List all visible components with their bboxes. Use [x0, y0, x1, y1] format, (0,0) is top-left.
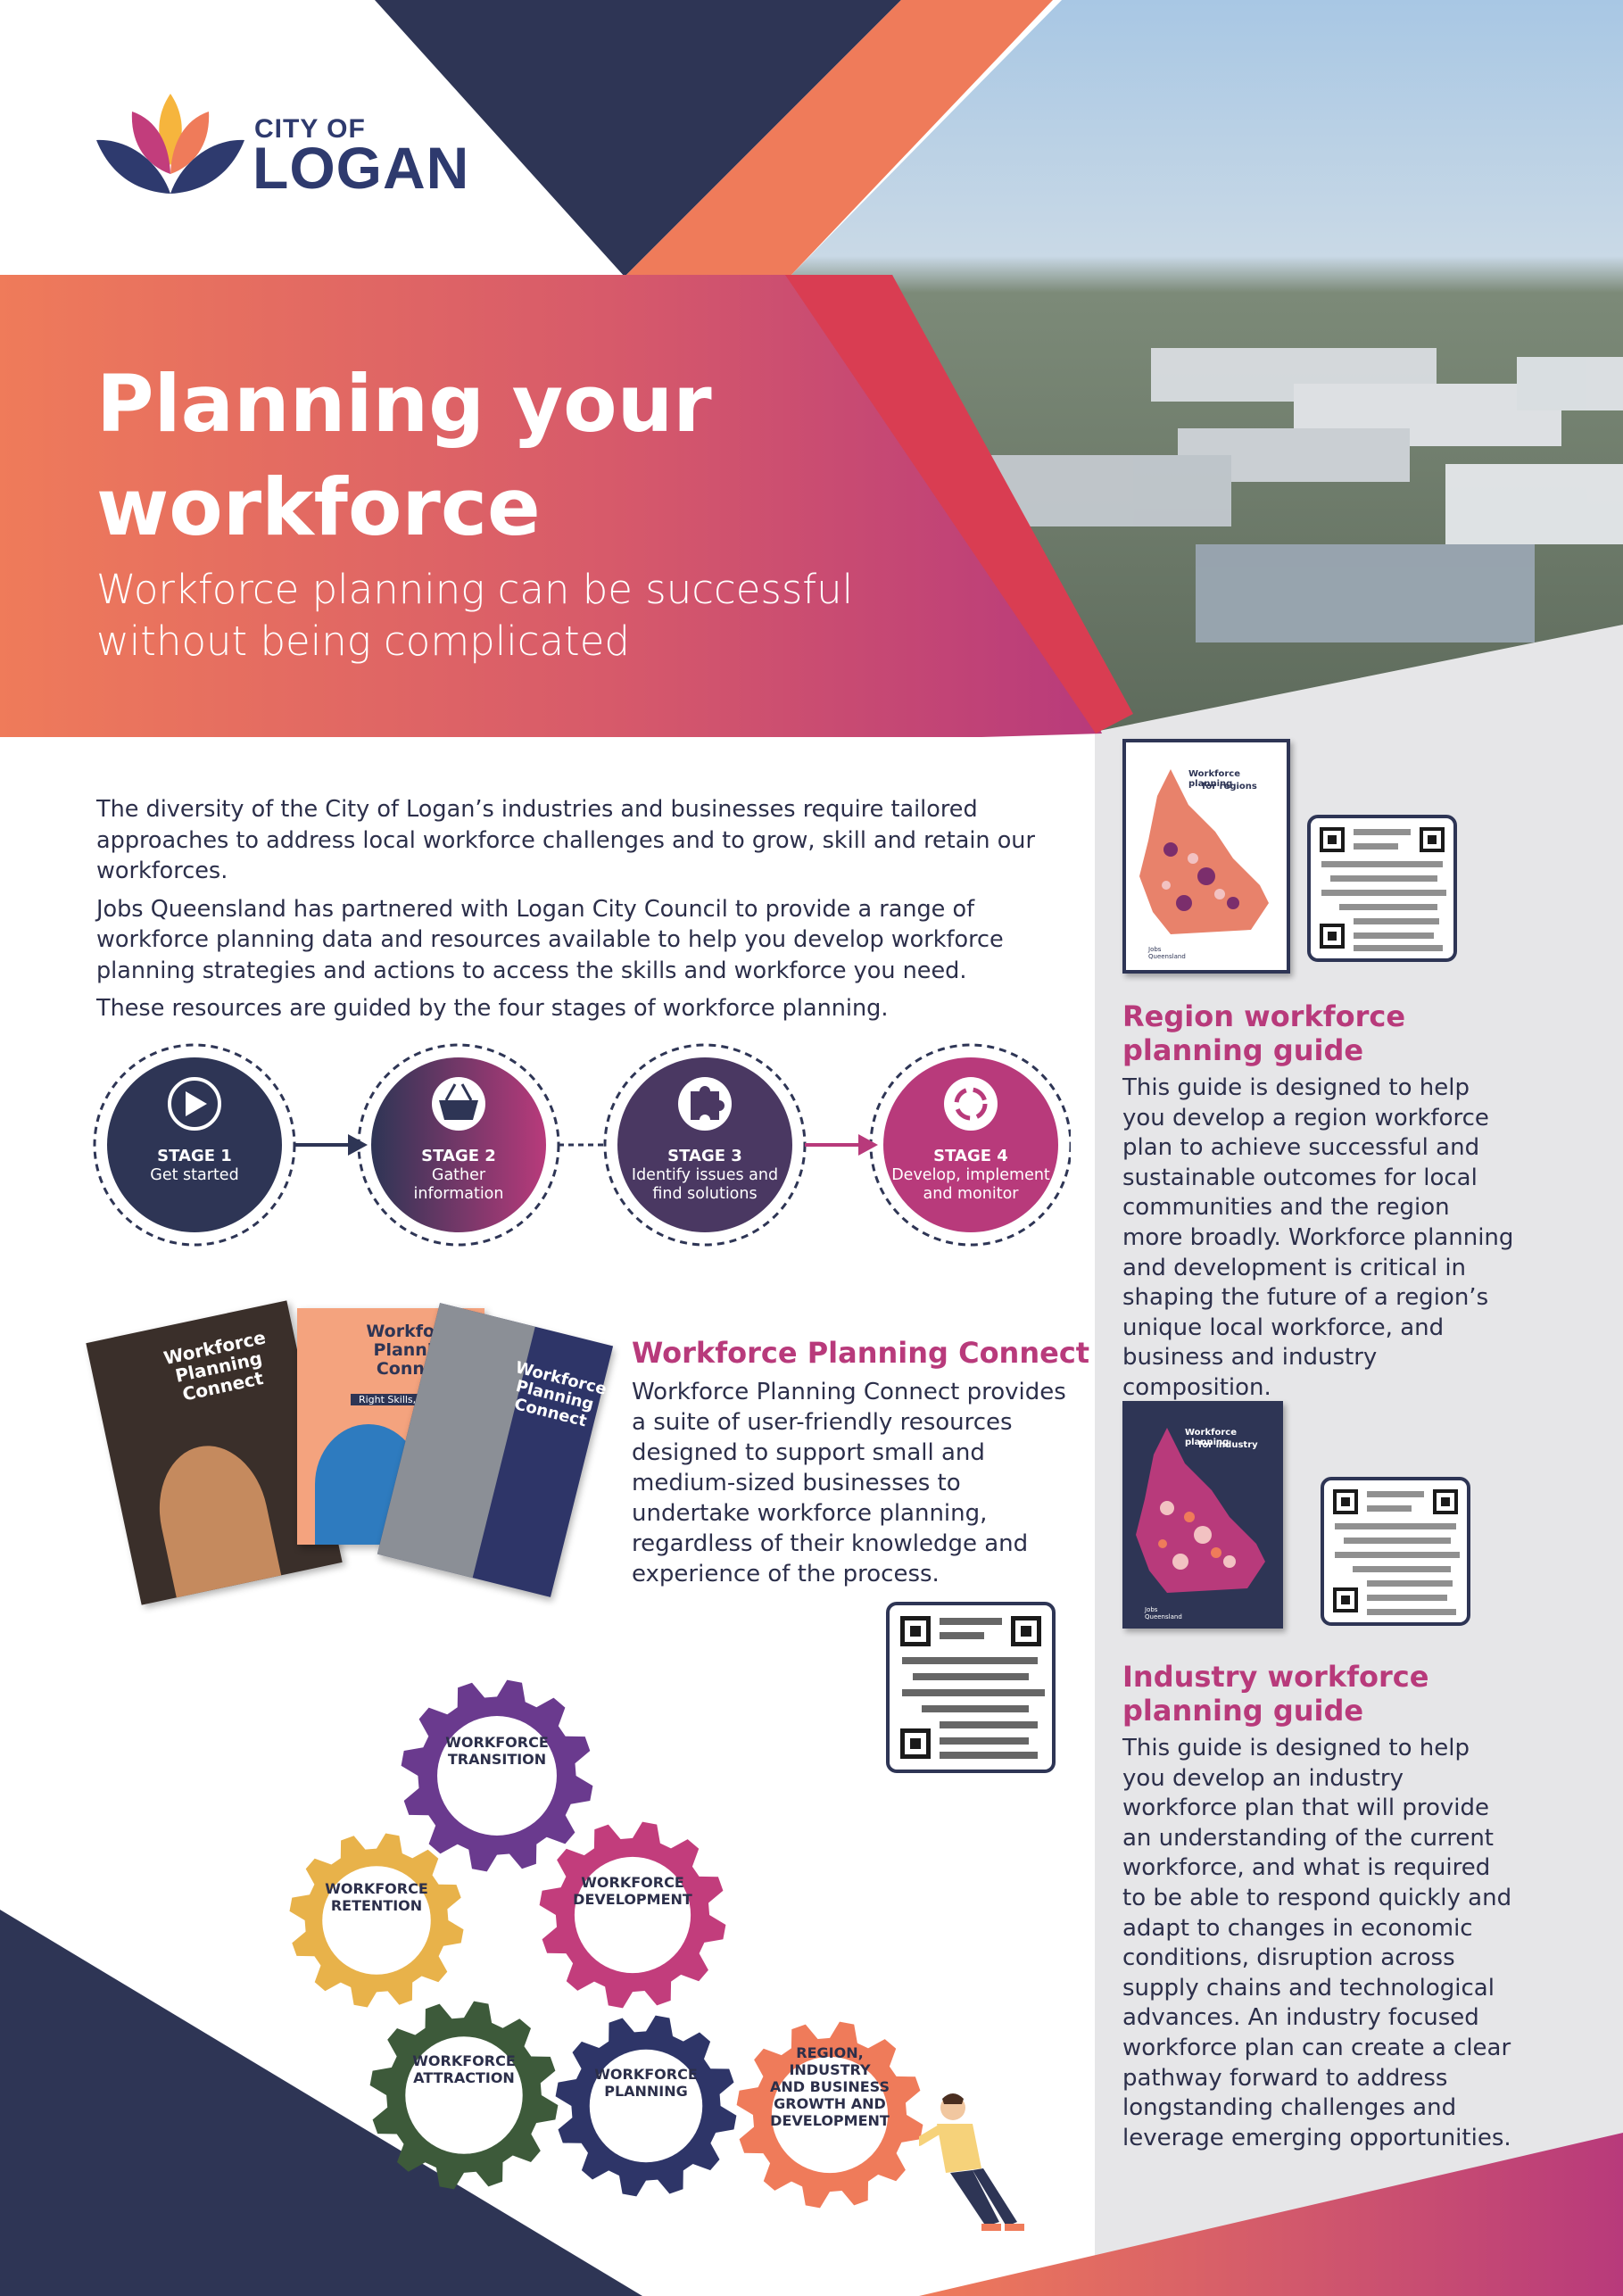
subtitle-line-2: without being complicated: [96, 618, 630, 665]
stage-1-disc: [107, 1057, 282, 1232]
gear-label-transition: WORKFORCE TRANSITION: [408, 1734, 586, 1768]
title-line-2: workforce: [96, 461, 541, 553]
gears-diagram: [289, 1679, 923, 2209]
warehouse-rooftops: [981, 348, 1623, 642]
gear-attraction-line-1: WORKFORCE: [412, 2052, 516, 2069]
gear-label-attraction: WORKFORCE ATTRACTION: [375, 2052, 553, 2086]
gear-attraction: [369, 2001, 559, 2190]
intro-paragraph-2: Jobs Queensland has partnered with Logan…: [96, 895, 1004, 984]
connect-body: Workforce Planning Connect provides a su…: [632, 1379, 1066, 1587]
qr-code-connect[interactable]: [886, 1602, 1056, 1773]
gear-region-line-2: INDUSTRY: [789, 2061, 871, 2078]
stage-2-desc-2: information: [413, 1185, 504, 1203]
gear-retention-line-1: WORKFORCE: [325, 1880, 428, 1897]
bottom-left-navy: [0, 1910, 642, 2296]
gear-label-region-growth: REGION, INDUSTRY AND BUSINESS GROWTH AND…: [767, 2044, 892, 2129]
gear-region-line-1: REGION,: [796, 2044, 864, 2061]
gear-hub-transition: [437, 1716, 557, 1836]
gear-region-line-4: GROWTH AND DEVELOPMENT: [770, 2095, 890, 2129]
gear-region-line-3: AND BUSINESS: [770, 2078, 890, 2095]
stage-3-disc: [617, 1057, 792, 1232]
region-cover-title-1: Workforce planning: [1188, 769, 1240, 789]
gear-label-retention: WORKFORCE RETENTION: [287, 1880, 466, 1914]
hero-band: [0, 275, 1102, 737]
logo-name-text: LOGAN: [253, 135, 470, 201]
puzzle-icon: [678, 1077, 732, 1131]
connect-heading: Workforce Planning Connect: [632, 1336, 1090, 1370]
gear-region-growth: [736, 2021, 923, 2209]
gear-planning-line-2: PLANNING: [604, 2083, 688, 2100]
industry-cover-title-2: for industry: [1198, 1440, 1258, 1450]
intro-paragraph-3: These resources are guided by the four s…: [96, 995, 889, 1022]
gear-hub-attraction: [405, 2036, 523, 2154]
subtitle-line-1: Workforce planning can be successful: [96, 566, 854, 613]
stage-1-desc: Get started: [150, 1166, 239, 1184]
play-icon: [168, 1077, 221, 1131]
region-guide-cover: Workforce planning for regions Jobs Quee…: [1122, 739, 1290, 974]
region-guide-body: This guide is designed to help you devel…: [1122, 1074, 1514, 1401]
region-guide-heading: Region workforce planning guide: [1122, 999, 1406, 1067]
title-line-1: Planning your: [96, 358, 712, 450]
booklet-1-title: Workforce Planning Connect: [161, 1326, 268, 1405]
gear-attraction-line-2: ATTRACTION: [413, 2069, 515, 2086]
stage-3-desc-2: find solutions: [652, 1185, 758, 1203]
region-cover-title-2: for regions: [1202, 782, 1257, 792]
stage-3-title: STAGE 3: [667, 1147, 742, 1165]
gear-transition-line-1: WORKFORCE: [445, 1734, 549, 1751]
cycle-icon: [944, 1077, 998, 1131]
basket-icon: [432, 1077, 485, 1131]
hero-band-tip: [785, 275, 1133, 734]
page-subtitle: Workforce planning can be successful wit…: [96, 564, 899, 667]
gear-planning-line-1: WORKFORCE: [594, 2066, 698, 2083]
intro-text: The diversity of the City of Logan’s ind…: [96, 794, 1060, 1032]
gear-development: [539, 1821, 726, 2009]
right-panel: [1095, 625, 1623, 2296]
stage-2-title: STAGE 2: [421, 1147, 496, 1165]
logo-city-text: CITY OF: [254, 114, 366, 144]
stage-4-disc: [883, 1057, 1058, 1232]
stage-1-title: STAGE 1: [157, 1147, 232, 1165]
gear-retention-line-2: RETENTION: [330, 1897, 423, 1914]
region-cover-publisher: Jobs Queensland: [1148, 946, 1186, 960]
stages-diagram: [93, 1043, 1071, 1247]
stage-4-desc-2: and monitor: [923, 1185, 1019, 1203]
industry-cover-map: [1136, 1428, 1265, 1593]
gear-hub-development: [574, 1856, 691, 1974]
stage-4-desc-1: Develop, implement: [891, 1166, 1050, 1184]
navy-top-band: [375, 0, 901, 277]
gear-retention: [289, 1833, 464, 2008]
gear-transition: [401, 1679, 593, 1872]
booklet-1-photo: [146, 1435, 282, 1598]
gear-planning: [555, 2015, 737, 2197]
gear-hub-planning: [589, 2049, 703, 2163]
booklet-3-title: Workforce Planning Connect: [512, 1358, 609, 1431]
qr-code-region-guide[interactable]: [1307, 815, 1457, 962]
gear-hub-retention: [322, 1866, 431, 1975]
lotus-logo-icon: [96, 94, 244, 194]
stage-2-desc-1: Gather: [431, 1166, 486, 1184]
qr-code-industry-guide[interactable]: [1321, 1477, 1470, 1626]
industry-guide-body: This guide is designed to help you devel…: [1122, 1735, 1512, 2151]
person-pushing-illustration: [919, 2093, 1024, 2231]
page-title: Planning your workforce: [96, 352, 739, 559]
stage-2-disc: [371, 1057, 546, 1232]
industry-guide-heading: Industry workforce planning guide: [1122, 1660, 1429, 1728]
gear-transition-line-2: TRANSITION: [447, 1751, 547, 1768]
coral-stripe: [625, 0, 1053, 277]
industry-cover-publisher: Jobs Queensland: [1145, 1606, 1182, 1620]
gear-development-line-1: WORKFORCE: [581, 1874, 684, 1891]
stage-3-desc-1: Identify issues and: [631, 1166, 779, 1184]
gear-label-development: WORKFORCE DEVELOPMENT: [543, 1874, 722, 1908]
stage-4-title: STAGE 4: [933, 1147, 1008, 1165]
region-cover-map: [1139, 769, 1269, 934]
industry-cover-title-1: Workforce planning: [1185, 1428, 1237, 1447]
industry-guide-cover: Workforce planning for industry Jobs Que…: [1122, 1401, 1283, 1629]
gear-label-planning: WORKFORCE PLANNING: [557, 2066, 735, 2100]
bottom-right-wedge: [919, 2133, 1623, 2296]
gear-hub-region-growth: [771, 2056, 889, 2174]
intro-paragraph-1: The diversity of the City of Logan’s ind…: [96, 796, 1035, 884]
gear-development-line-2: DEVELOPMENT: [573, 1891, 692, 1908]
